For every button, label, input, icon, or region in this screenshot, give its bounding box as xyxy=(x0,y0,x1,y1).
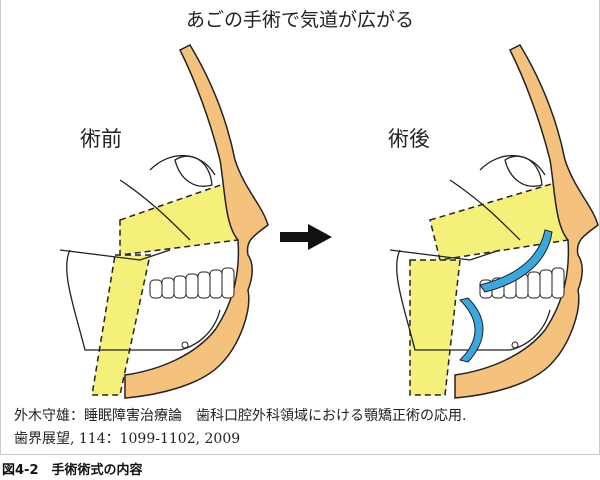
before-head-illustration xyxy=(59,44,269,399)
before-pharynx-region xyxy=(91,254,151,396)
before-airway-region xyxy=(119,178,239,256)
citation-line-1: 外木守雄：睡眠障害治療論 歯科口腔外科領域における顎矯正術の応用. xyxy=(14,408,467,424)
figure-caption: 図4-2 手術術式の内容 xyxy=(2,463,143,478)
before-label: 術前 xyxy=(80,127,122,151)
after-pharynx-region xyxy=(409,259,461,396)
after-head-illustration xyxy=(389,44,599,399)
arrow-icon xyxy=(280,224,332,250)
figure-title: あごの手術で気道が広がる xyxy=(185,9,414,31)
citation-line-2: 歯界展望, 114：1099-1102, 2009 xyxy=(14,431,241,447)
mandible-cut-line xyxy=(459,297,484,363)
after-label: 術後 xyxy=(388,127,430,151)
maxilla-cut-line xyxy=(479,229,553,293)
